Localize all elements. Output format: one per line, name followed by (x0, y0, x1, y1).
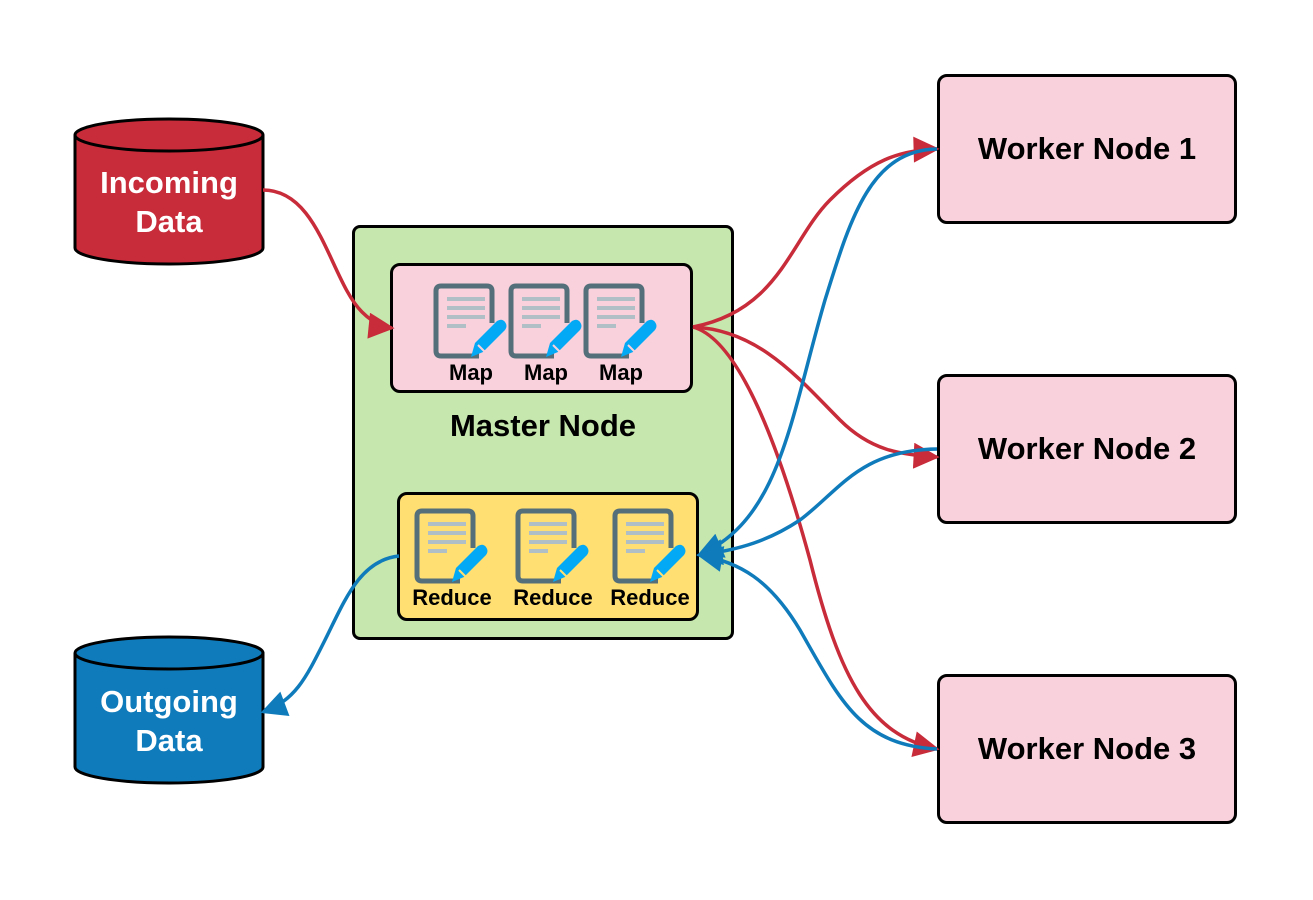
document-edit-icon (433, 283, 507, 359)
worker-node-label: Worker Node 3 (977, 731, 1197, 766)
document-edit-icon (515, 508, 589, 584)
reduce-task-label: Reduce (610, 585, 690, 610)
worker-node-2[interactable]: Worker Node 2 (937, 374, 1237, 524)
worker-node-label: Worker Node 1 (977, 131, 1197, 166)
worker-node-label: Worker Node 2 (977, 431, 1197, 466)
map-task-label: Map (599, 360, 643, 385)
map-task-label: Map (524, 360, 568, 385)
outgoing-data-label: Outgoing Data (75, 682, 263, 760)
document-edit-icon (612, 508, 686, 584)
master-node-title: Master Node (449, 408, 637, 443)
outgoing-data-line2: Data (135, 723, 203, 758)
incoming-data-line1: Incoming (100, 165, 238, 200)
reduce-task-label: Reduce (513, 585, 593, 610)
map-task[interactable]: Map (573, 283, 669, 385)
incoming-data-cylinder[interactable] (73, 117, 265, 266)
incoming-data-line2: Data (135, 204, 203, 239)
reduce-task[interactable]: Reduce (602, 508, 698, 610)
worker-node-3[interactable]: Worker Node 3 (937, 674, 1237, 824)
incoming-data-label: Incoming Data (75, 163, 263, 241)
reduce-task[interactable]: Reduce (505, 508, 601, 610)
reduce-task[interactable]: Reduce (404, 508, 500, 610)
outgoing-data-cylinder[interactable] (73, 635, 265, 785)
map-task[interactable]: Map (423, 283, 519, 385)
worker-node-1[interactable]: Worker Node 1 (937, 74, 1237, 224)
document-edit-icon (508, 283, 582, 359)
document-edit-icon (414, 508, 488, 584)
document-edit-icon (583, 283, 657, 359)
map-task-label: Map (449, 360, 493, 385)
outgoing-data-line1: Outgoing (100, 684, 238, 719)
reduce-task-label: Reduce (412, 585, 492, 610)
map-task[interactable]: Map (498, 283, 594, 385)
